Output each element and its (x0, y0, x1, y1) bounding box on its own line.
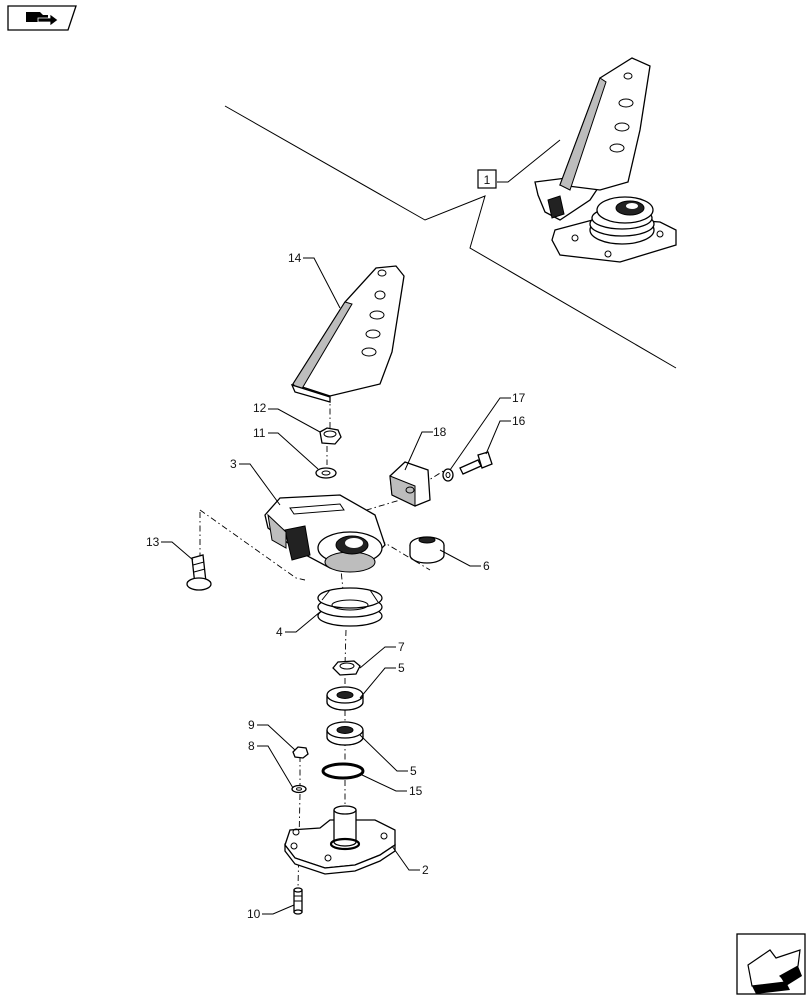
svg-text:18: 18 (433, 425, 447, 439)
svg-text:13: 13 (146, 535, 160, 549)
part-4-spring (317, 587, 383, 627)
svg-text:14: 14 (288, 251, 302, 265)
part-8-washer (291, 784, 307, 794)
part-17-washer (442, 468, 454, 482)
svg-text:6: 6 (483, 559, 490, 573)
part-5-bearing-lower (326, 721, 364, 746)
svg-text:17: 17 (512, 391, 526, 405)
overview-assembly (534, 57, 677, 263)
callout-5-upper: 5 (359, 661, 405, 699)
part-18-block (389, 461, 431, 507)
folder-arrow-icon[interactable] (7, 5, 77, 31)
callout-2: 2 (391, 845, 429, 877)
callout-11: 11 (253, 426, 319, 470)
callout-8: 8 (248, 739, 294, 789)
part-9-nut (292, 746, 309, 759)
svg-text:3: 3 (230, 457, 237, 471)
svg-text:10: 10 (247, 907, 261, 921)
callout-13: 13 (146, 535, 194, 561)
callout-14: 14 (288, 251, 341, 309)
svg-text:2: 2 (422, 863, 429, 877)
callout-3: 3 (230, 457, 281, 506)
svg-text:15: 15 (409, 784, 423, 798)
part-6-cap (409, 536, 445, 564)
part-11-washer (315, 467, 337, 479)
part-15-o-ring (321, 762, 365, 780)
callout-4: 4 (276, 611, 321, 639)
next-page-arrow-icon[interactable] (736, 933, 806, 995)
svg-text:5: 5 (398, 661, 405, 675)
callout-9: 9 (248, 718, 296, 751)
callout-10: 10 (247, 904, 295, 921)
part-7-nut (332, 660, 361, 676)
callout-16: 16 (485, 414, 526, 455)
callout-17: 17 (449, 391, 526, 471)
part-13-bolt (186, 554, 212, 591)
svg-text:12: 12 (253, 401, 267, 415)
callout-6: 6 (439, 549, 490, 573)
svg-text:9: 9 (248, 718, 255, 732)
svg-text:11: 11 (253, 426, 266, 440)
part-2-base-plate (284, 805, 396, 875)
svg-text:1: 1 (484, 173, 491, 187)
callout-12: 12 (253, 401, 321, 433)
part-5-bearing-upper (326, 686, 364, 711)
part-10-stud (293, 887, 303, 915)
callout-15: 15 (359, 773, 423, 798)
part-14-plate (290, 265, 405, 403)
svg-text:4: 4 (276, 625, 283, 639)
callout-1: 1 (477, 139, 561, 189)
callout-5-lower: 5 (359, 734, 417, 778)
svg-text:7: 7 (398, 640, 405, 654)
callout-18: 18 (404, 425, 447, 471)
overview-zone-outline (224, 105, 677, 369)
part-3-swivel-bracket (264, 494, 386, 573)
svg-text:8: 8 (248, 739, 255, 753)
svg-text:5: 5 (410, 764, 417, 778)
part-16-screw (459, 451, 493, 475)
part-12-nut (319, 427, 342, 445)
svg-text:16: 16 (512, 414, 526, 428)
callout-7: 7 (359, 640, 405, 669)
